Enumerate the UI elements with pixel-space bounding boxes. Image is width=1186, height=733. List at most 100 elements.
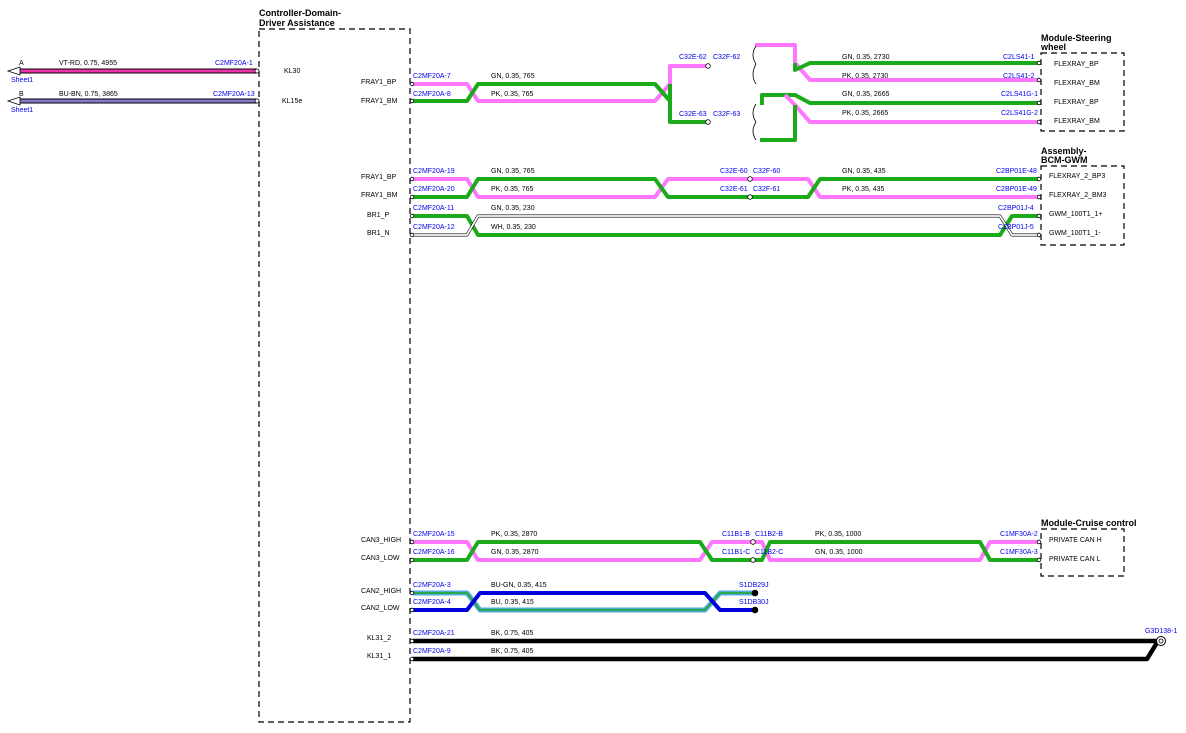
- splice-label[interactable]: S1DB29J: [739, 582, 769, 589]
- splice-label[interactable]: C32E-62: [679, 54, 707, 61]
- cruise-pin-labels: PRIVATE CAN H PRIVATE CAN L: [1049, 537, 1102, 563]
- cruise-control-module-box: Module-Cruise control: [1040, 518, 1137, 577]
- wire-spec: PK, 0.35, 1000: [815, 531, 861, 538]
- wire-spec: GN, 0.35, 765: [491, 168, 535, 175]
- pin-label: KL30: [284, 68, 300, 75]
- connector-label[interactable]: C2LS41-1: [1003, 54, 1035, 61]
- pin-label: FRAY1_BM: [361, 98, 398, 105]
- steering-title-line2: wheel: [1040, 42, 1066, 52]
- splice-label[interactable]: C32E-60: [720, 168, 748, 175]
- connector-label[interactable]: C2MF20A-3: [413, 582, 451, 589]
- sheet-link[interactable]: Sheet1: [11, 77, 33, 84]
- pin-label: FLEXRAY_2_BM3: [1049, 192, 1107, 199]
- cruise-title: Module-Cruise control: [1041, 518, 1137, 528]
- splice-label[interactable]: C32E-61: [720, 186, 748, 193]
- pin-label: BR1_P: [367, 212, 390, 219]
- steering-pin-labels: FLEXRAY_BP FLEXRAY_BM FLEXRAY_BP FLEXRAY…: [1054, 61, 1100, 125]
- wire-spec: GN, 0.35, 2665: [842, 91, 890, 98]
- wire-spec: GN, 0.35, 230: [491, 205, 535, 212]
- wire-spec: BU-BN, 0.75, 3865: [59, 91, 118, 98]
- splice-label[interactable]: C11B1-C: [722, 549, 750, 556]
- pin-label: PRIVATE CAN L: [1049, 556, 1101, 563]
- wire-spec: GN, 0.35, 1000: [815, 549, 863, 556]
- connector-label[interactable]: C2BP01E-49: [996, 186, 1037, 193]
- splice-label[interactable]: C32F-62: [713, 54, 740, 61]
- splice-label[interactable]: C32E-63: [679, 111, 707, 118]
- splice-junction-icon: [750, 539, 756, 545]
- wire-spec: GN, 0.35, 2870: [491, 549, 539, 556]
- connector-label[interactable]: C2MF20A-7: [413, 73, 451, 80]
- off-sheet-arrow-icon[interactable]: [6, 66, 21, 76]
- splice-junction-icon: [705, 63, 711, 69]
- connector-label[interactable]: C2LS41G-2: [1001, 110, 1038, 117]
- wire-spec: BU, 0.35, 415: [491, 599, 534, 606]
- splice-node-icon: [751, 606, 759, 614]
- splice-label[interactable]: C11B2-C: [755, 549, 783, 556]
- pin-label: CAN2_LOW: [361, 605, 400, 612]
- pin-label: FLEXRAY_BM: [1054, 80, 1100, 87]
- wire-spec: BU-GN, 0.35, 415: [491, 582, 547, 589]
- controller-pin-labels: KL30 KL15e FRAY1_BP FRAY1_BM FRAY1_BP FR…: [282, 68, 401, 660]
- sheet-link[interactable]: Sheet1: [11, 107, 33, 114]
- connector-label[interactable]: C1MF30A-2: [1000, 531, 1038, 538]
- splice-node-icon: [751, 589, 759, 597]
- splice-label[interactable]: C32F-61: [753, 186, 780, 193]
- wire-spec: VT-RD, 0.75, 4955: [59, 60, 117, 67]
- splice-label[interactable]: S1DB30J: [739, 599, 769, 606]
- connector-label[interactable]: C2MF20A-11: [413, 205, 454, 212]
- splice-junction-icon: [747, 176, 753, 182]
- can2-harness: C2MF20A-3 C2MF20A-4 BU-GN, 0.35, 415 BU,…: [413, 582, 769, 614]
- pin-label: GWM_100T1_1-: [1049, 230, 1101, 237]
- pin-label: GWM_100T1_1+: [1049, 211, 1103, 218]
- steering-title-line1: Module-Steering: [1041, 33, 1112, 43]
- connector-label[interactable]: C2LS41G-1: [1001, 91, 1038, 98]
- connector-label[interactable]: C2MF20A-16: [413, 549, 455, 556]
- connector-label[interactable]: C2MF20A-4: [413, 599, 451, 606]
- pin-label: FLEXRAY_BP: [1054, 99, 1099, 106]
- splice-junction-icon: [705, 119, 711, 125]
- flexray1-harness: C2MF20A-7 C2MF20A-8 GN, 0.35, 765 PK, 0.…: [413, 43, 1038, 142]
- connector-label[interactable]: C2MF20A-21: [413, 630, 455, 637]
- connector-label[interactable]: C2MF20A-8: [413, 91, 451, 98]
- wire-spec: PK, 0.35, 765: [491, 91, 534, 98]
- connector-label[interactable]: C1MF30A-3: [1000, 549, 1038, 556]
- bcm-title-line2: BCM-GWM: [1041, 155, 1088, 165]
- sheet-ref-letter: B: [19, 91, 24, 98]
- pin-label: FLEXRAY_2_BP3: [1049, 173, 1105, 180]
- controller-title-line2: Driver Assistance: [259, 18, 335, 28]
- wire-spec: PK, 0.35, 2730: [842, 73, 888, 80]
- wire-spec: PK, 0.35, 2870: [491, 531, 537, 538]
- splice-junction-icon: [747, 194, 753, 200]
- splice-label[interactable]: C11B1-B: [722, 531, 750, 538]
- connector-label[interactable]: G3D138-1: [1145, 628, 1177, 635]
- connector-label[interactable]: C2MF20A-9: [413, 648, 451, 655]
- connector-label[interactable]: C2MF20A-1: [215, 60, 253, 67]
- pin-label: FLEXRAY_BP: [1054, 61, 1099, 68]
- connector-label[interactable]: C2LS41-2: [1003, 73, 1035, 80]
- connector-label[interactable]: C2MF20A-13: [213, 91, 255, 98]
- splice-junction-icon: [750, 557, 756, 563]
- connector-label[interactable]: C2MF20A-20: [413, 186, 455, 193]
- splice-label[interactable]: C11B2-B: [755, 531, 783, 538]
- connector-label[interactable]: C2MF20A-12: [413, 224, 455, 231]
- splice-label[interactable]: C32F-60: [753, 168, 780, 175]
- wire-spec: BK, 0.75, 405: [491, 630, 534, 637]
- steering-wheel-module-box: Module-Steering wheel: [1040, 33, 1125, 132]
- wire-spec: GN, 0.35, 765: [491, 73, 535, 80]
- splice-label[interactable]: C32F-63: [713, 111, 740, 118]
- pin-label: FRAY1_BP: [361, 79, 397, 86]
- can3-harness: C2MF20A-15 C2MF20A-16 PK, 0.35, 2870 GN,…: [413, 531, 1038, 563]
- pin-label: CAN2_HIGH: [361, 588, 401, 595]
- wire-spec: GN, 0.35, 435: [842, 168, 886, 175]
- connector-label[interactable]: C2MF20A-15: [413, 531, 455, 538]
- pin-label: FLEXRAY_BM: [1054, 118, 1100, 125]
- off-sheet-arrow-icon[interactable]: [6, 96, 21, 106]
- connector-label[interactable]: C2BP01J-4: [998, 205, 1034, 212]
- connector-label[interactable]: C2MF20A-19: [413, 168, 455, 175]
- wire-spec: PK, 0.35, 2665: [842, 110, 888, 117]
- wire-spec: PK, 0.35, 765: [491, 186, 534, 193]
- connector-label[interactable]: C2BP01J-5: [998, 224, 1034, 231]
- pin-label: CAN3_HIGH: [361, 537, 401, 544]
- connector-label[interactable]: C2BP01E-48: [996, 168, 1037, 175]
